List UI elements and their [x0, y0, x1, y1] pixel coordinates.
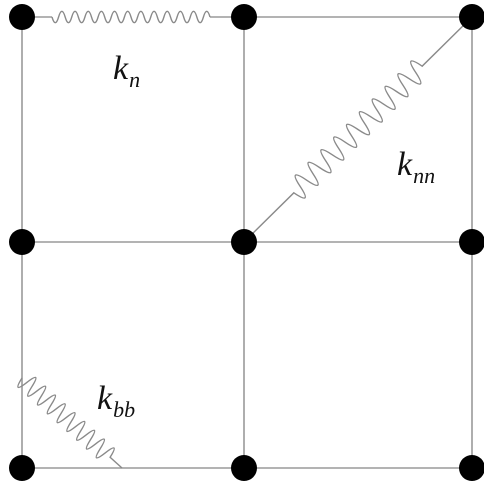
node-top-left [9, 4, 35, 30]
label-k-nn-subscript: nn [413, 163, 436, 188]
springs [17, 10, 473, 469]
label-k-bb-base: k [97, 380, 113, 417]
node-bottom-left [9, 455, 35, 481]
node-middle-center [231, 229, 257, 255]
spring-k-n [51, 10, 211, 24]
label-k-n-base: k [113, 50, 129, 87]
spring-k-bb [17, 376, 123, 469]
spring-k-nn [243, 16, 473, 243]
node-top-center [231, 4, 257, 30]
label-k-nn-base: k [397, 146, 413, 183]
node-middle-left [9, 229, 35, 255]
label-k-bb: kbb [97, 382, 135, 421]
label-k-nn: knn [397, 148, 435, 187]
label-k-n-subscript: n [129, 67, 141, 92]
node-middle-right [459, 229, 484, 255]
label-k-n: kn [113, 52, 140, 91]
label-k-bb-subscript: bb [113, 397, 136, 422]
node-bottom-center [231, 455, 257, 481]
node-bottom-right [459, 455, 484, 481]
lattice-nodes [9, 4, 484, 481]
node-top-right [459, 4, 484, 30]
